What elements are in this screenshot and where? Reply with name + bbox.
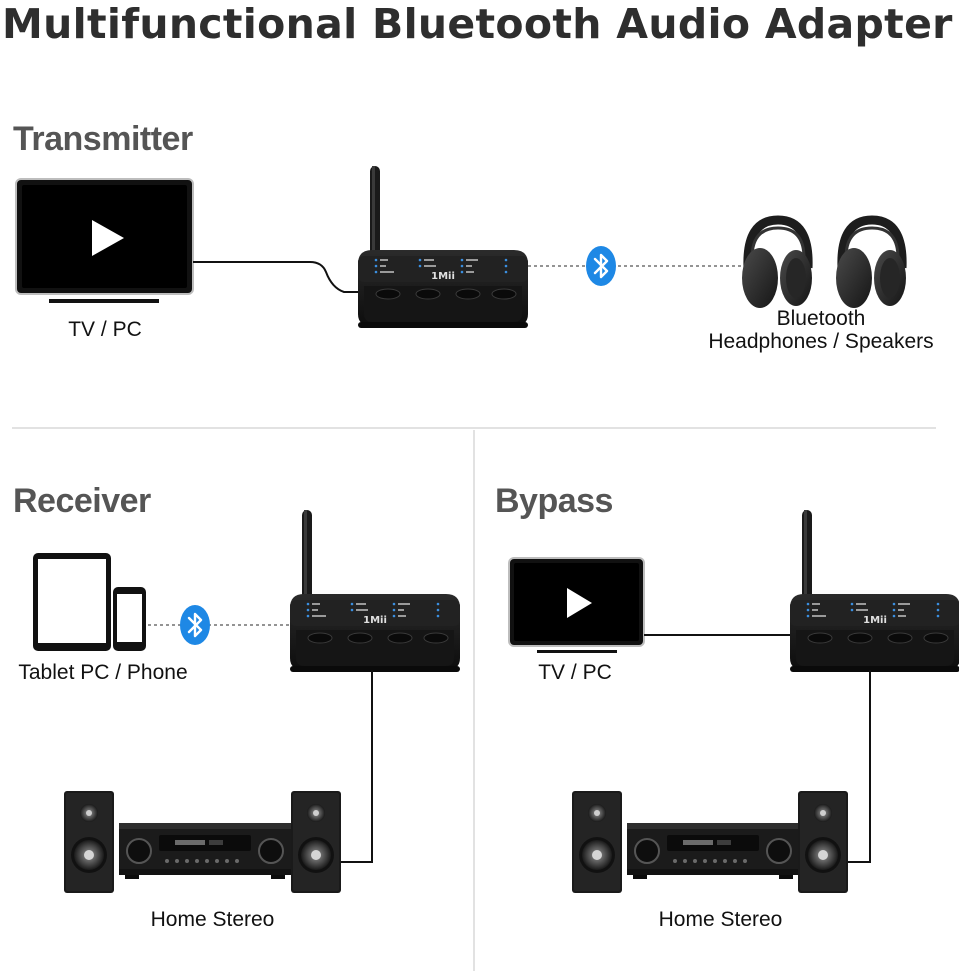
- receiver-source-label: Tablet PC / Phone: [18, 661, 188, 684]
- bluetooth-icon-receiver: [178, 603, 212, 647]
- bypass-heading: Bypass: [495, 482, 613, 520]
- play-icon-bypass: [567, 588, 592, 618]
- tv-monitor-icon-bypass: [508, 557, 645, 653]
- bypass-output-label: Home Stereo: [658, 908, 783, 931]
- receiver-heading: Receiver: [13, 482, 151, 520]
- transmitter-source-label: TV / PC: [68, 318, 142, 341]
- speaker-icon: [64, 791, 114, 893]
- adapter-bypass: [789, 509, 959, 673]
- adapter-receiver: [289, 509, 461, 673]
- play-icon: [92, 220, 124, 256]
- receiver-amp-icon-bypass: [626, 822, 800, 880]
- transmitter-target-label-line1: Bluetooth: [776, 307, 866, 330]
- speaker-icon-bypass-2: [798, 791, 848, 893]
- tv-stand: [49, 299, 159, 303]
- receiver-amp-icon: [118, 822, 292, 880]
- phone-icon: [113, 587, 146, 651]
- adapter-transmitter: [357, 165, 529, 329]
- tablet-icon: [33, 553, 111, 651]
- tv-stand-bypass: [537, 650, 617, 653]
- audio-cable: [193, 261, 360, 293]
- audio-cable-receiver: [340, 670, 373, 863]
- headphones-icon: [742, 220, 812, 308]
- speaker-icon-2: [291, 791, 341, 893]
- page-title: Multifunctional Bluetooth Audio Adapter: [2, 0, 953, 48]
- audio-cable-bypass-out: [846, 670, 871, 863]
- headphones-icon-2: [836, 220, 906, 308]
- bluetooth-icon: [584, 244, 618, 288]
- bypass-source-label: TV / PC: [538, 661, 612, 684]
- receiver-output-label: Home Stereo: [150, 908, 275, 931]
- speaker-icon-bypass: [572, 791, 622, 893]
- transmitter-target-label-line2: Headphones / Speakers: [708, 330, 934, 353]
- transmitter-heading: Transmitter: [13, 120, 193, 158]
- tv-monitor-icon: [15, 178, 194, 303]
